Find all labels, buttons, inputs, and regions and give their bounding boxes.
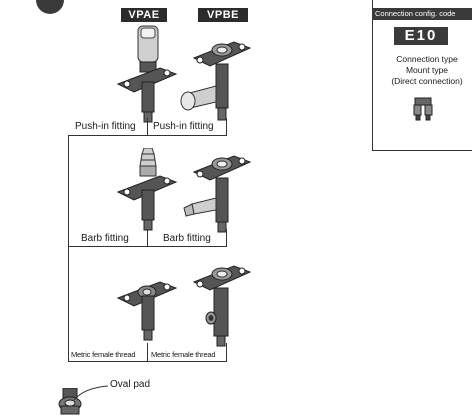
caption-metric-left: Metric female thread	[71, 350, 136, 359]
frame-row1-right	[226, 118, 227, 136]
caption-push-in-right: Push-in fitting	[153, 121, 214, 132]
vpae-push-in-illustration	[116, 25, 178, 123]
baseline-row3	[68, 361, 226, 362]
mount-type-icon	[413, 97, 433, 121]
tree-trunk	[68, 135, 69, 361]
vpbe-push-in-illustration	[180, 41, 252, 121]
caption-metric-right: Metric female thread	[151, 350, 216, 359]
mount-type-label: Mount type	[405, 65, 449, 75]
caption-barb-left: Barb fitting	[81, 233, 129, 244]
connection-config-header: Connection config. code	[372, 8, 472, 20]
model-badge-vpbe: VPBE	[198, 8, 248, 22]
caption-push-in-left: Push-in fitting	[75, 121, 136, 132]
divider-row1	[147, 118, 148, 136]
vpae-barb-illustration	[116, 148, 178, 231]
model-badge-vpae: VPAE	[121, 8, 167, 22]
vpae-metric-illustration	[116, 281, 178, 341]
connection-type-label: Connection type	[396, 54, 458, 64]
oval-pad-illustration	[58, 388, 82, 415]
connection-config-panel	[372, 0, 472, 151]
divider-row3	[147, 343, 148, 362]
baseline-row2	[68, 246, 226, 247]
direct-connection-label: (Direct connection)	[391, 76, 463, 86]
step-circle	[36, 0, 64, 14]
vpbe-metric-illustration	[192, 265, 252, 347]
caption-barb-right: Barb fitting	[163, 233, 211, 244]
divider-row2	[147, 229, 148, 247]
baseline-row1	[68, 135, 226, 136]
vpbe-barb-illustration	[183, 155, 252, 233]
oval-pad-leader	[73, 385, 109, 401]
connection-config-code: E10	[394, 27, 448, 45]
caption-oval-pad: Oval pad	[110, 379, 151, 390]
frame-row2-right	[226, 229, 227, 247]
frame-row3-right	[226, 343, 227, 362]
